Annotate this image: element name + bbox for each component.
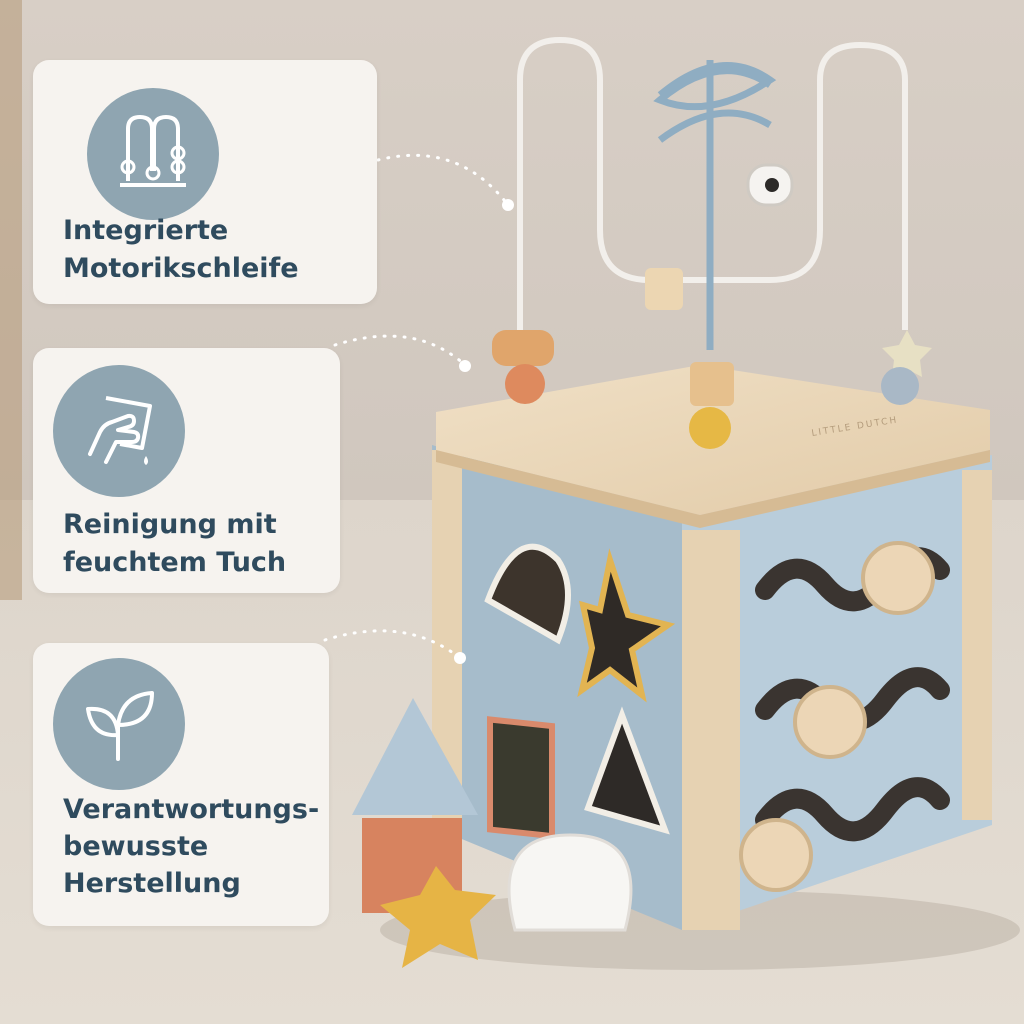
- icon-badge: [53, 365, 185, 497]
- star-hole: [577, 548, 676, 703]
- feature-label-line: Herstellung: [63, 868, 241, 899]
- connector-dot-1: [502, 199, 514, 211]
- leaf-icon: [86, 691, 154, 761]
- feature-label: Verantwortungs- bewusste Herstellung: [63, 791, 319, 902]
- bead-ring-hole: [765, 178, 779, 192]
- feature-label-line: Motorikschleife: [63, 253, 299, 284]
- slider-disc-crab: [739, 818, 813, 892]
- bead-wood-block: [690, 362, 734, 406]
- triangle-hole: [584, 706, 670, 835]
- loose-star: [380, 866, 496, 968]
- slider-disc-octopus: [793, 685, 867, 759]
- feature-card-cleaning: Reinigung mit feuchtem Tuch: [33, 348, 340, 593]
- shell-hole: [484, 543, 571, 645]
- maze-wire-spiral: [653, 60, 777, 350]
- bead-monkey: [492, 330, 554, 366]
- connector-dot-3: [454, 652, 466, 664]
- feature-label-line: Reinigung mit: [63, 509, 277, 540]
- connector-line-3: [323, 629, 462, 660]
- bead-orange: [505, 364, 545, 404]
- icon-badge: [53, 658, 185, 790]
- loose-triangle: [352, 698, 478, 815]
- shelf-left: [0, 0, 22, 600]
- feature-label-line: feuchtem Tuch: [63, 547, 287, 578]
- feature-label-line: Integrierte: [63, 215, 229, 246]
- loose-shell: [507, 833, 633, 932]
- wipe-cloth-icon: [88, 396, 152, 465]
- feature-label: Integrierte Motorikschleife: [63, 212, 299, 288]
- icon-badge: [87, 88, 219, 220]
- feature-label-line: Verantwortungs-: [63, 794, 320, 825]
- cube-top-edge: [436, 450, 990, 528]
- feature-label: Reinigung mit feuchtem Tuch: [63, 506, 286, 582]
- connector-line-2: [333, 334, 467, 367]
- bead-gray-blue: [881, 367, 919, 405]
- feature-card-motor-loop: Integrierte Motorikschleife: [33, 60, 377, 304]
- square-hole: [487, 716, 555, 840]
- corner-post-front: [682, 530, 740, 930]
- feature-card-responsible-manufacturing: Verantwortungs- bewusste Herstellung: [33, 643, 329, 926]
- connector-dot-2: [459, 360, 471, 372]
- bead-star: [882, 330, 932, 377]
- slider-disc-fish: [861, 541, 935, 615]
- bead-yellow: [689, 407, 731, 449]
- corner-post-right: [962, 470, 992, 820]
- feature-label-line: bewusste: [63, 831, 209, 862]
- bead-maze-icon: [120, 114, 186, 187]
- connector-line-1: [376, 153, 510, 207]
- bead-wood-cube: [645, 268, 683, 310]
- wave-slot-3: [755, 777, 950, 842]
